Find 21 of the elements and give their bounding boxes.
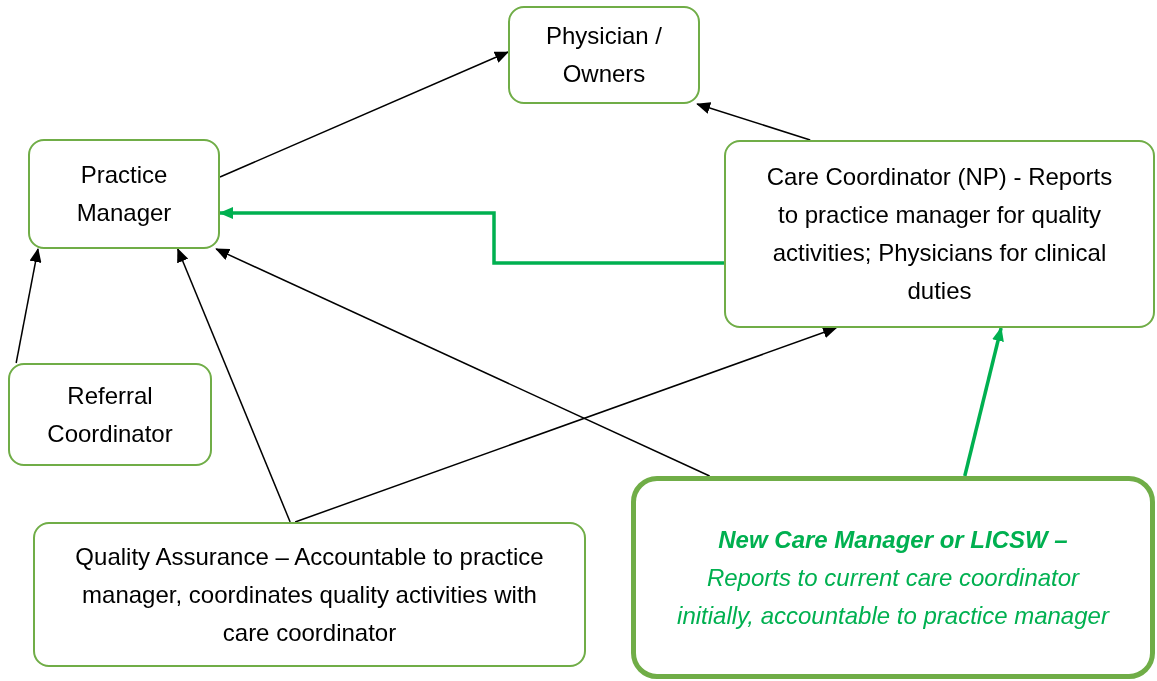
arrow [15, 248, 42, 364]
arrow [963, 327, 1004, 477]
role-box [8, 363, 212, 466]
arrow [294, 326, 837, 523]
role-text: Reports to current care coordinator initially, accountable to practice manager [676, 562, 1111, 631]
role-title: New Care Manager or LICSW – [718, 524, 1068, 555]
role-text: Care Coordinator (NP) - Reports to practice manager for quality activities; Physicians for clinical duties [765, 162, 1114, 306]
role-box [33, 522, 586, 667]
role-text: Physician / Owners [544, 21, 664, 89]
arrow [219, 51, 509, 178]
role-box [508, 6, 700, 104]
role-text: Practice Manager [75, 160, 173, 228]
role-text: Referral Coordinator [46, 380, 174, 449]
role-box [724, 140, 1155, 328]
role-box [631, 476, 1155, 679]
role-box [28, 139, 220, 249]
arrow [177, 248, 291, 523]
arrow [696, 102, 811, 141]
arrow [219, 207, 724, 265]
arrow [215, 248, 711, 477]
role-text: Quality Assurance – Accountable to practice manager, coordinates quality activities with care coordinator [75, 541, 544, 648]
